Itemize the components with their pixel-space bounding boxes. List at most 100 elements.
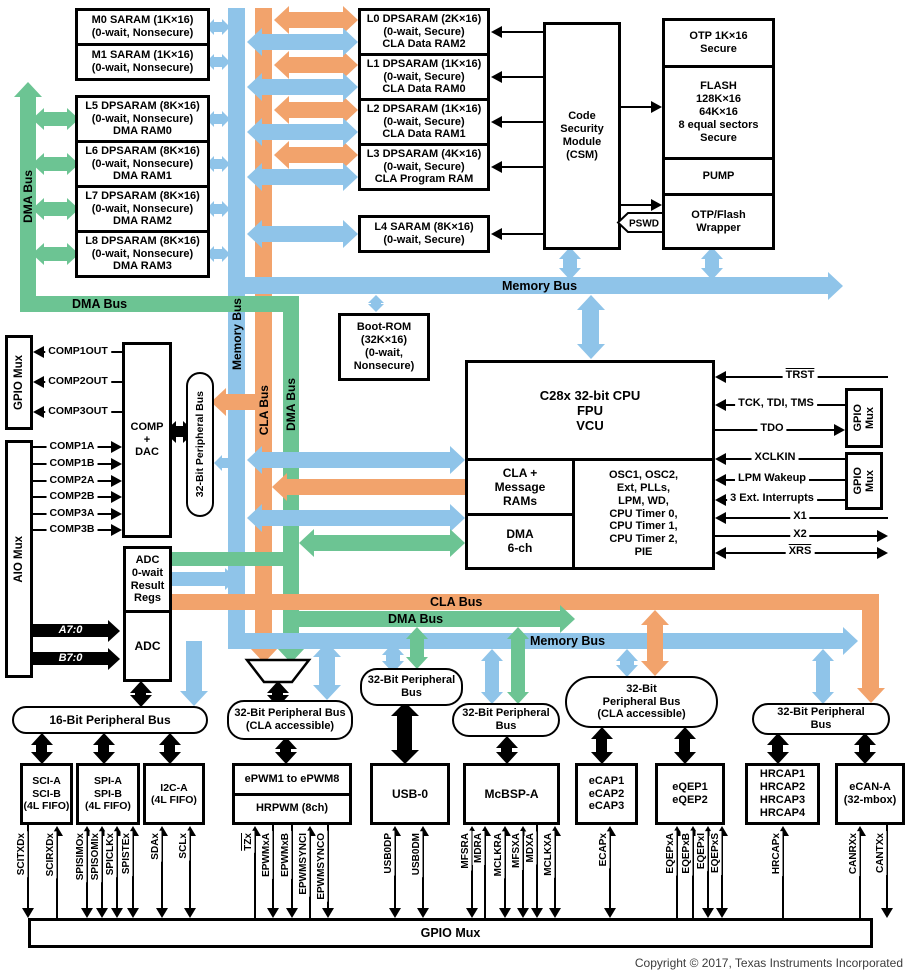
spisomix-label: SPISOMIx <box>90 831 102 883</box>
capsule-32bit-cla-accessible-1: 32-Bit Peripheral Bus (CLA accessible) <box>227 700 353 740</box>
mdxa-line <box>536 825 538 908</box>
l1-membus-arrow <box>262 79 343 95</box>
block-l5-dpsaram: L5 DPSARAM (8K×16) (0-wait, Nonsecure) D… <box>75 95 210 143</box>
dma-bus-left-label: DMA Bus <box>21 170 35 223</box>
capsule-32bit-peripheral-bus-left: 32-Bit Peripheral Bus <box>186 372 214 517</box>
spistex-line <box>132 836 134 908</box>
block-l4-saram: L4 SARAM (8K×16) (0-wait, Secure) <box>358 215 490 253</box>
block-gpio-mux-bar: GPIO Mux <box>28 918 873 948</box>
periphbus-membus-arrow <box>222 458 229 468</box>
spiclkx-line <box>116 836 118 908</box>
usb0dp-line <box>394 836 396 908</box>
dma-membus-arrow <box>262 510 450 526</box>
sclx-line <box>189 836 191 908</box>
l2-clabus-arrow <box>289 102 343 118</box>
cpu-membus-arrow <box>582 310 599 344</box>
epwmxb-line <box>291 825 293 908</box>
spistex-label: SPISTEx <box>121 831 133 877</box>
epwmsynco-label: EPWMSYNCO <box>316 831 328 902</box>
adc-a-channels: A7:0 <box>33 624 108 637</box>
eqepxs-label: EQEPxS <box>710 831 722 876</box>
cap2-epwm-arrow <box>280 749 291 752</box>
hrcapx-label: HRCAPx <box>771 831 783 877</box>
xclkin-label: XCLKIN <box>751 451 799 463</box>
memory-bus-h1-label: Memory Bus <box>502 279 578 293</box>
bootrom-membus-arrow <box>371 303 381 304</box>
eqepxi-line <box>707 836 709 908</box>
eqepxi-label: EQEPxI <box>696 831 708 872</box>
canrxx-line <box>859 836 861 918</box>
dma-bus-v-label: DMA Bus <box>284 378 298 431</box>
scitxdx-line <box>27 825 29 908</box>
cap5-ecap-arrow <box>596 739 607 752</box>
tzx-line <box>254 836 256 918</box>
comp3a-label: COMP3A <box>46 507 98 519</box>
l6-dmabus-arrow <box>44 157 67 171</box>
cap5-eqep-arrow <box>679 739 690 752</box>
l7-membus-arrow <box>214 204 222 214</box>
spisimox-line <box>86 836 88 908</box>
comp3out-label: COMP3OUT <box>45 405 111 417</box>
mclkxa-line <box>554 836 556 908</box>
block-adc-result-regs: ADC 0-wait Result Regs <box>123 546 172 613</box>
comp1b-label: COMP1B <box>46 457 98 469</box>
cpu-cla-message-rams: CLA + Message RAMs <box>468 461 572 516</box>
l3-clabus-arrow <box>289 147 343 163</box>
block-ecap: eCAP1 eCAP2 eCAP3 <box>575 763 638 825</box>
memory-bus-vertical <box>228 8 245 649</box>
cla-ram-clabus-arrow <box>287 479 465 495</box>
cla-bus-h-label: CLA Bus <box>430 595 483 609</box>
m1-membus-arrow <box>214 57 222 67</box>
csm-l3-arrow <box>502 166 543 168</box>
wrapper-membus-arrow <box>705 259 719 268</box>
spisimox-label: SPISIMOx <box>75 831 87 883</box>
l4-membus-arrow <box>262 226 343 242</box>
usb0dp-label: USB0DP <box>383 831 395 876</box>
csm-membus-arrow <box>563 259 577 268</box>
cpu-osc-timers-pie: OSC1, OSC2, Ext, PLLs, LPM, WD, CPU Time… <box>608 468 679 559</box>
scitxdx-label: SCITXDx <box>16 831 28 878</box>
dma-dmabus-arrow <box>314 535 450 551</box>
ext-interrupts-label: 3 Ext. Interrupts <box>727 492 817 504</box>
tdo-label: TDO <box>757 422 787 434</box>
x2-label: X2 <box>790 528 810 540</box>
sdax-label: SDAx <box>150 831 162 862</box>
adc-dmabus-arrow <box>172 552 287 566</box>
l8-dmabus-arrow <box>44 247 67 261</box>
csm-l1-arrow <box>502 76 543 78</box>
cla-bus-v-label: CLA Bus <box>257 385 271 436</box>
pswd-callout: PSWD <box>616 212 662 233</box>
block-cpu: C28x 32-bit CPU FPU VCU CLA + Message RA… <box>465 360 715 570</box>
membus-cap4-drop <box>485 661 499 692</box>
l6-membus-arrow <box>214 159 222 169</box>
xrs-label: XRS <box>785 545 815 557</box>
m0-membus-arrow <box>214 22 222 32</box>
x1-label: X1 <box>790 510 810 522</box>
adc-16bitbus-arrow <box>135 693 146 695</box>
comp2b-label: COMP2B <box>46 490 98 502</box>
mfsxa-label: MFSXA <box>511 831 523 870</box>
block-boot-rom: Boot-ROM (32K×16) (0-wait, Nonsecure) <box>338 313 430 381</box>
dma-bus-horizontal-top <box>20 296 299 312</box>
block-comp-dac: COMP + DAC <box>122 342 172 538</box>
epwmsynco-line <box>327 825 329 908</box>
cla-bus-right-drop <box>862 594 879 688</box>
l1-clabus-arrow <box>289 57 343 73</box>
periphbus-clabus-arrow <box>226 394 258 410</box>
block-ecan: eCAN-A (32-mbox) <box>835 763 905 825</box>
memory-bus-horizontal-1 <box>228 277 828 294</box>
membus-cap3-drop <box>386 655 400 661</box>
compdac-periphbus-arrow <box>176 426 183 437</box>
csm-l4-arrow <box>502 233 543 235</box>
l3-membus-arrow <box>262 169 343 185</box>
block-mcbsp: McBSP-A <box>463 763 560 825</box>
eqepxb-line <box>692 836 694 918</box>
dmabus-cap3-drop <box>410 639 424 657</box>
cpu-core-label: C28x 32-bit CPU FPU VCU <box>539 387 641 434</box>
block-m1-saram: M1 SARAM (1K×16) (0-wait, Nonsecure) <box>75 43 210 81</box>
capsule-16bit-peripheral-bus: 16-Bit Peripheral Bus <box>12 706 208 734</box>
l0-membus-arrow <box>262 34 343 50</box>
epwmsynci-label: EPWMSYNCI <box>298 831 310 897</box>
comp1a-label: COMP1A <box>46 440 98 452</box>
dmabus-cap4-drop <box>511 639 525 692</box>
